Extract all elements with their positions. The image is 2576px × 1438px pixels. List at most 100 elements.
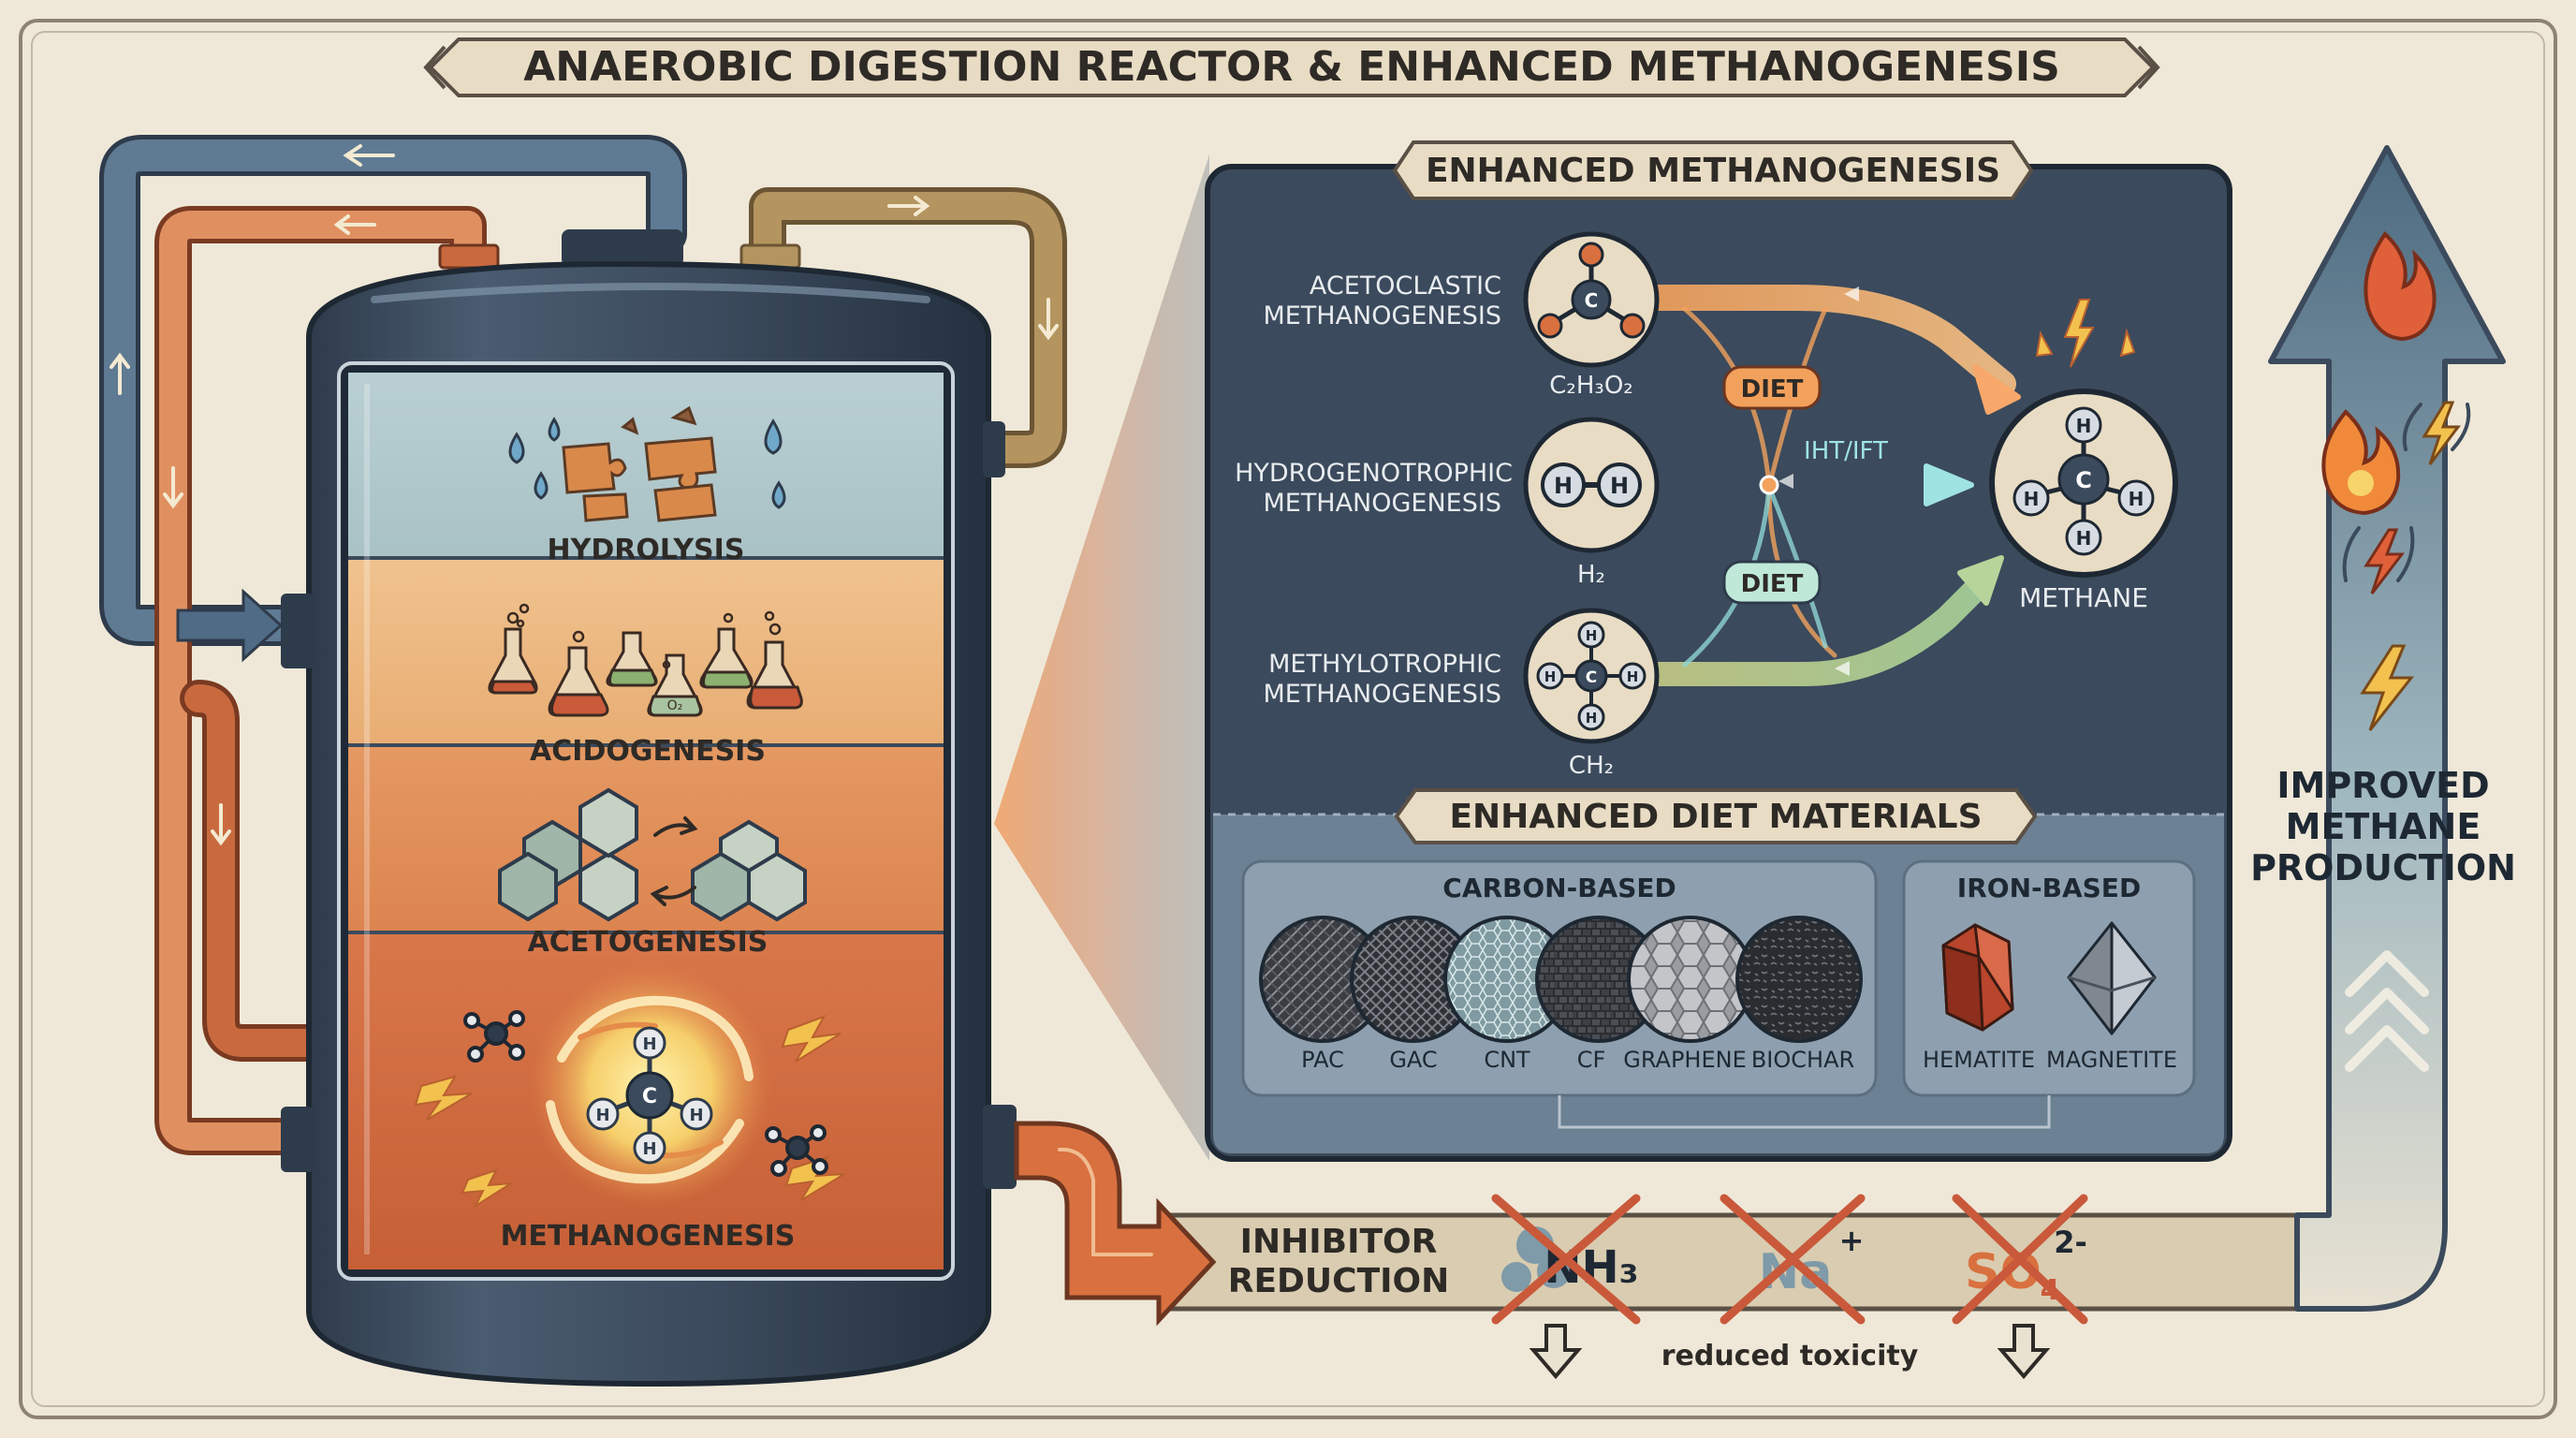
stage-label-acidogenesis: ACIDOGENESIS: [530, 735, 766, 768]
material-label-magnetite: MAGNETITE: [2046, 1047, 2177, 1073]
lightning-bolt-icons: [2342, 401, 2471, 731]
acetate-molecule: C: [1523, 231, 1660, 368]
biochar-swatch: [1735, 916, 1863, 1043]
atom-c-label: C: [1585, 289, 1599, 312]
atom-h-label: H: [1627, 668, 1639, 685]
cross-out-icon: [1491, 1194, 1641, 1325]
title-banner: ANAEROBIC DIGESTION REACTOR & ENHANCED M…: [423, 37, 2160, 97]
atom-h-label: H: [2076, 415, 2092, 437]
sodium-inhibitor: Na +: [1720, 1194, 1866, 1325]
lightning-bolt-icons: [414, 1015, 845, 1209]
down-arrow-icon: [1529, 1324, 2051, 1380]
magnetite-crystal-icon: [2067, 921, 2157, 1035]
junction-dot: [1759, 475, 1779, 495]
pathway-hydrogenotrophic-line1: HYDROGENOTROPHIC: [1235, 459, 1513, 488]
cycle-arrows-icon: [650, 816, 698, 906]
iht-ift-label: IHT/IFT: [1804, 437, 1888, 465]
pathway-arrowheads: [1778, 286, 2021, 676]
flame-icon: [2321, 230, 2437, 516]
flask-icons: [488, 627, 803, 717]
stage-label-methanogenesis: METHANOGENESIS: [501, 1220, 796, 1253]
reactor-tank: [281, 229, 1017, 1387]
hexagon-molecule-icons: [498, 787, 807, 922]
material-label-pac: PAC: [1301, 1047, 1344, 1073]
inhibitor-label-line2: REDUCTION: [1228, 1262, 1450, 1300]
atom-c-label: C: [2075, 467, 2092, 493]
cross-out-icon: [1952, 1194, 2088, 1325]
cross-out-icon: [1720, 1194, 1866, 1325]
pathway-labels: ACETOCLASTIC METHANOGENESIS HYDROGENOTRO…: [1235, 271, 1513, 709]
diet-badge-top: DIET: [1722, 365, 1822, 410]
atom-h-label: H: [2129, 488, 2144, 510]
hydrolysis-icons: [508, 405, 786, 522]
page-title: ANAEROBIC DIGESTION REACTOR & ENHANCED M…: [523, 43, 2060, 91]
outlet-pipe-arrow: [1014, 1121, 1217, 1327]
graphene-swatch: [1627, 916, 1754, 1043]
methyl-molecule: C H H H H: [1523, 608, 1660, 744]
atom-h-label: H: [2076, 527, 2092, 550]
material-label-hematite: HEMATITE: [1923, 1047, 2035, 1073]
hydrogen-formula: H₂: [1577, 561, 1605, 589]
atom-h-label: H: [1544, 668, 1557, 685]
pathway-flows: [1644, 285, 2016, 686]
diet-label: DIET: [1741, 570, 1804, 598]
methanogenesis-panel-title: ENHANCED METHANOGENESIS: [1426, 152, 2000, 190]
diet-label: DIET: [1741, 375, 1804, 404]
atom-h-label: H: [595, 1106, 609, 1125]
methane-product: C H H H H: [1989, 389, 2178, 578]
sulfate-inhibitor: SO 4 2-: [1952, 1194, 2088, 1325]
atom-h-label: H: [689, 1106, 703, 1125]
atom-h-label: H: [1586, 627, 1598, 644]
lightning-bolt-icons: [2035, 299, 2136, 368]
zoom-cone: [994, 154, 1209, 1161]
pathway-acetoclastic-line1: ACETOCLASTIC: [1310, 271, 1501, 301]
pathway-methylotrophic-line1: METHYLOTROPHIC: [1268, 650, 1501, 679]
iron-based-title: IRON-BASED: [1957, 873, 2141, 903]
puzzle-pieces-icon: [562, 405, 717, 522]
materials-title-banner: ENHANCED DIET MATERIALS: [1394, 788, 2038, 844]
small-molecule-icons: [463, 1010, 828, 1177]
material-label-gac: GAC: [1389, 1047, 1437, 1073]
methyl-formula: CH₂: [1569, 752, 1614, 780]
acetate-formula: C₂H₃O₂: [1549, 372, 1632, 400]
materials-panel-title: ENHANCED DIET MATERIALS: [1449, 798, 1982, 836]
pathway-acetoclastic-line2: METHANOGENESIS: [1263, 301, 1501, 330]
inlet-arrow: [176, 588, 284, 663]
atom-c-label: C: [642, 1085, 657, 1108]
atom-h-label: H: [1610, 473, 1629, 499]
atom-h-label: H: [1554, 473, 1573, 499]
atom-h-label: H: [642, 1034, 656, 1054]
methane-label: METHANE: [2019, 582, 2148, 613]
water-drop-icon: [508, 417, 786, 509]
result-line3: PRODUCTION: [2250, 847, 2516, 888]
stage-label-acetogenesis: ACETOGENESIS: [528, 926, 768, 959]
stage-label-hydrolysis: HYDROLYSIS: [548, 534, 745, 566]
atom-h-label: H: [1586, 710, 1598, 726]
result-line1: IMPROVED: [2276, 765, 2489, 806]
sodium-charge: +: [1839, 1223, 1865, 1258]
ammonia-inhibitor: NH₃: [1491, 1194, 1641, 1325]
atom-h-label: H: [642, 1139, 656, 1159]
pathway-hydrogenotrophic-line2: METHANOGENESIS: [1263, 489, 1501, 518]
flask-bubbles: [506, 603, 782, 669]
flask-label: O₂: [667, 698, 683, 713]
atom-c-label: C: [1586, 668, 1597, 687]
diet-badge-bottom: DIET: [1722, 560, 1822, 605]
material-labels: PAC GAC CNT CF GRAPHENE BIOCHAR HEMATITE…: [1301, 1047, 2177, 1073]
material-label-cf: CF: [1577, 1047, 1606, 1073]
material-label-graphene: GRAPHENE: [1623, 1047, 1747, 1073]
materials-connector: [1558, 1095, 2051, 1129]
reduced-toxicity-note: reduced toxicity: [1661, 1340, 1919, 1372]
inhibitor-label-line1: INHIBITOR: [1240, 1223, 1438, 1261]
result-line2: METHANE: [2286, 806, 2481, 847]
sulfate-charge: 2-: [2054, 1225, 2087, 1260]
hydrogen-molecule: H H: [1523, 417, 1660, 553]
material-label-cnt: CNT: [1484, 1047, 1530, 1073]
atom-h-label: H: [2024, 488, 2040, 510]
central-methane-molecule: C H H H H: [586, 1026, 713, 1165]
reactor-pipes: [99, 135, 1067, 1155]
iron-based-group: IRON-BASED: [1902, 859, 2196, 1097]
hematite-crystal-icon: [1941, 923, 2014, 1032]
material-swatches: [1259, 916, 1863, 1043]
